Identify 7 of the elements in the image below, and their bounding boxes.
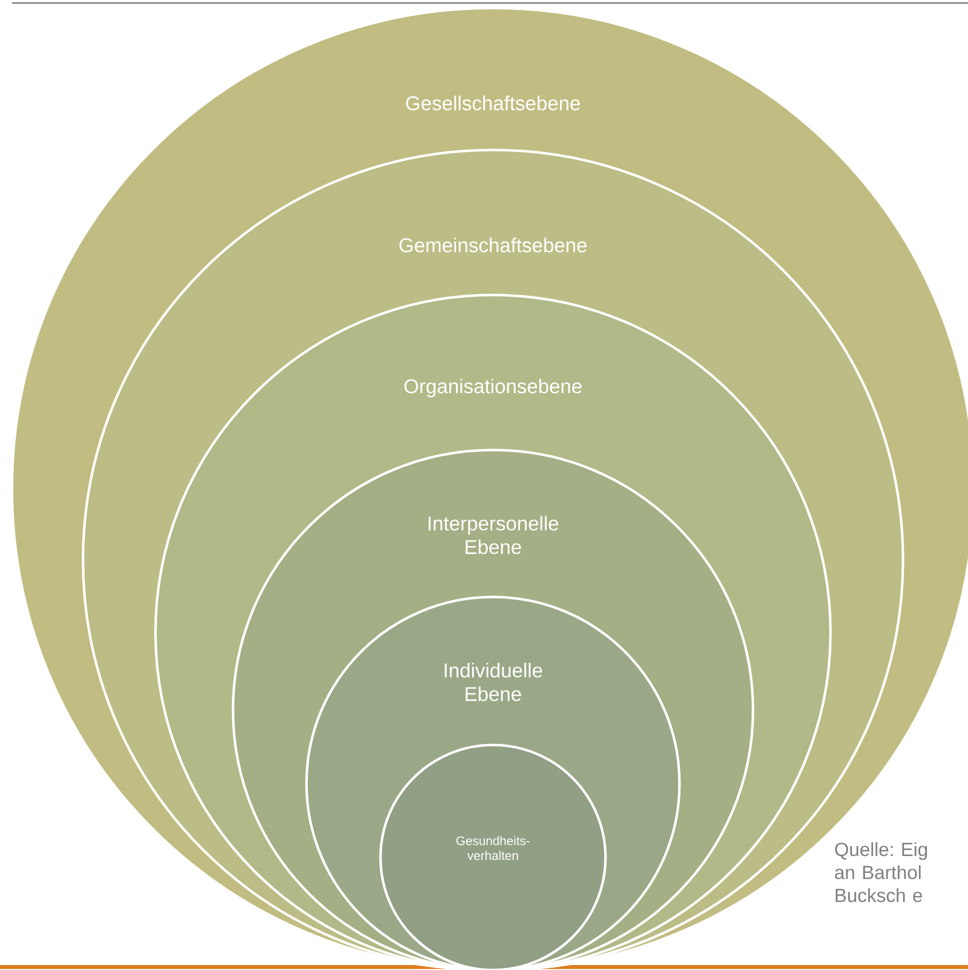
level-label: Gesundheits- verhalten — [456, 836, 530, 860]
level-label: Organisationsebene — [404, 378, 582, 398]
source-note: Quelle: Eig an Barthol Bucksch e — [835, 842, 927, 902]
level-label: Interpersonelle Ebene — [428, 516, 558, 554]
level-label: Gemeinschaftsebene — [400, 238, 587, 252]
level-label: Gesellschaftsebene — [406, 96, 580, 110]
level-label: Individuelle Ebene — [444, 662, 542, 702]
